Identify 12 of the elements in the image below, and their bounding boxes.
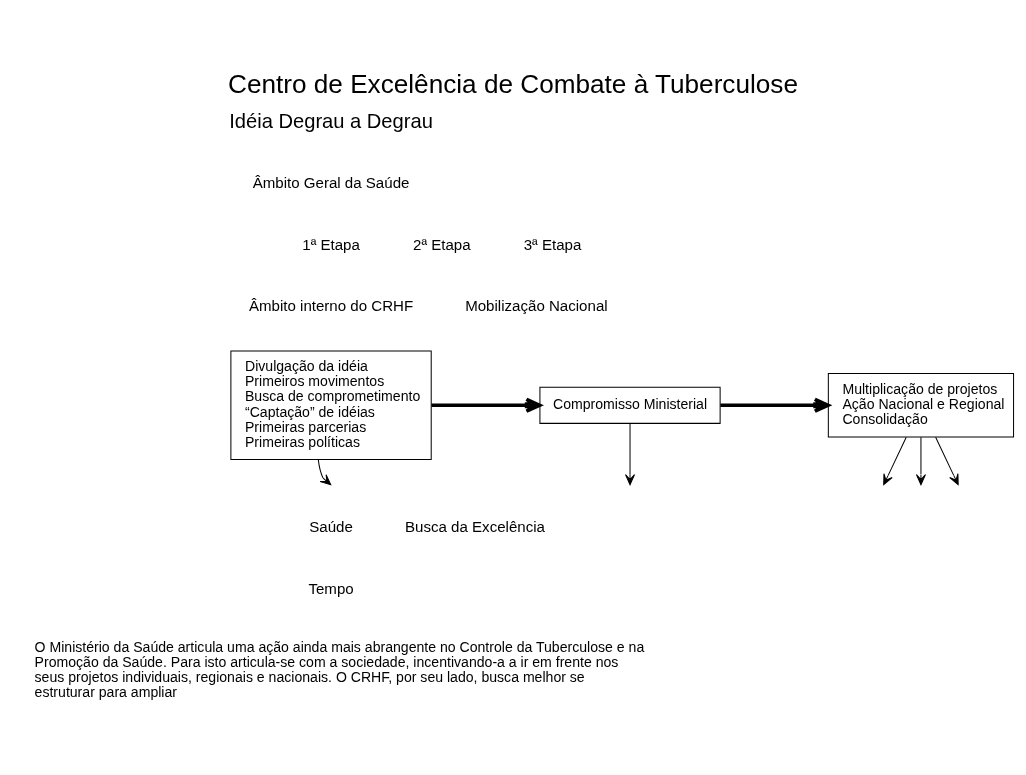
label: 1ª Etapa — [302, 235, 360, 253]
label: 3ª Etapa — [523, 235, 582, 253]
label: Âmbito Geral da Saúde — [252, 173, 410, 191]
label: Âmbito interno do CRHF — [248, 296, 414, 314]
label: Busca da Excelência — [405, 517, 545, 535]
diagram-title: Centro de Excelência de Combate à Tuberculose — [228, 68, 798, 99]
label: Idéia Degrau a Degrau — [229, 109, 433, 132]
label: Mobilização Nacional — [465, 296, 608, 314]
label: Tempo — [308, 579, 354, 597]
label: 2ª Etapa — [413, 235, 471, 253]
caption: O Ministério da Saúde articula uma ação ainda mais abrangente no Controle da Tuberculose e na Promoção da Saúde. Para isto articula-se com a sociedade, incentivando-a a ir em frente nos seus projetos individuais, regionais e nacionais. O CRHF, por seu lado, busca melhor se estruturar para ampliar — [34, 638, 645, 700]
label: Saúde — [309, 517, 353, 535]
